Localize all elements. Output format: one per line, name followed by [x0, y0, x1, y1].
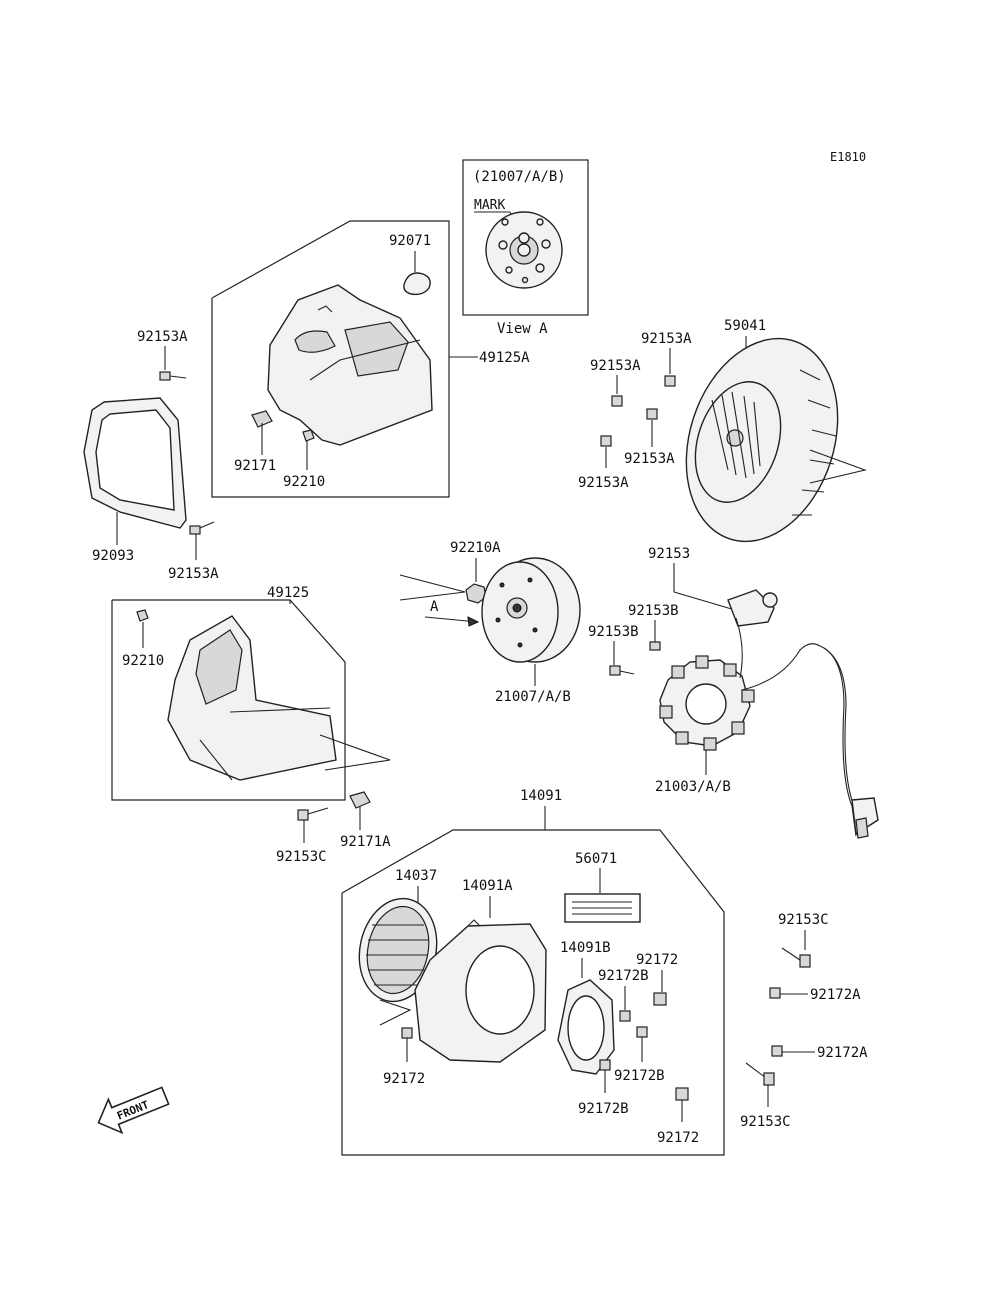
stator-21003-group: 92153 92153B 92153B: [588, 546, 879, 839]
label-56071: 56071: [575, 851, 617, 867]
label-21007: 21007/A/B: [495, 689, 571, 705]
bolt-92153B-1: [649, 641, 661, 651]
label-92153B-1: 92153B: [628, 603, 679, 619]
bolt-92172-3: [675, 1087, 689, 1101]
label-92172A-2: 92172A: [817, 1045, 868, 1061]
label-arrow-A: A: [430, 599, 439, 615]
bolt-92153A-1: [159, 371, 187, 381]
view-a-box: (21007/A/B) MARK View A: [462, 159, 589, 337]
bolt-92172A-2: [771, 1045, 783, 1057]
bolt-92153A-3: [611, 395, 623, 407]
gasket-92093-group: 92153A 92093 92153A: [83, 329, 219, 582]
cover-49125-group: 49125 92210 92153C 92171A: [111, 585, 391, 865]
part-14037-screen: [358, 897, 438, 1003]
part-14091B-cover: [557, 979, 615, 1075]
label-49125A: 49125A: [479, 350, 530, 366]
label-92172B-2: 92172B: [614, 1068, 665, 1084]
bolt-92172B-1: [619, 1010, 631, 1022]
view-a-caption: View A: [497, 321, 548, 337]
part-92071-cap: [403, 272, 431, 296]
front-arrow: FRONT: [97, 1086, 170, 1135]
right-bolts-group: 92153C 92172A 92172A 92153C: [740, 912, 868, 1130]
label-21003: 21003/A/B: [655, 779, 731, 795]
part-92171A-clip: [349, 791, 371, 809]
label-92153: 92153: [648, 546, 690, 562]
label-92153C-2: 92153C: [778, 912, 829, 928]
label-92153C-1: 92153C: [276, 849, 327, 865]
view-a-title: (21007/A/B): [473, 169, 566, 185]
label-92210A: 92210A: [450, 540, 501, 556]
label-92153A-3: 92153A: [590, 358, 641, 374]
part-49125A-cover: [267, 284, 433, 446]
label-59041: 59041: [724, 318, 766, 334]
label-14037: 14037: [395, 868, 437, 884]
part-92171-clip: [251, 410, 273, 428]
bolt-92153B-2: [609, 665, 635, 676]
label-92153A-4: 92153A: [624, 451, 675, 467]
bolt-92172B-3: [599, 1059, 611, 1071]
bolt-92153C-3: [745, 1062, 775, 1086]
view-a-mark-label: MARK: [474, 198, 505, 213]
bolt-92172A-1: [769, 987, 781, 999]
label-92093: 92093: [92, 548, 134, 564]
label-92153B-2: 92153B: [588, 624, 639, 640]
label-92172-1: 92172: [383, 1071, 425, 1087]
label-92172-3: 92172: [657, 1130, 699, 1146]
label-14091: 14091: [520, 788, 562, 804]
rotor-21007-group: 92210A A 21007/A/B: [399, 540, 581, 705]
bolt-92172B-2: [636, 1026, 648, 1038]
bolt-92172-2: [653, 992, 667, 1006]
part-14091A-shroud: [414, 919, 547, 1063]
part-59041-fan: [685, 337, 839, 543]
part-21007-rotor: [481, 557, 581, 663]
label-92172-2: 92172: [636, 952, 678, 968]
label-92153A-5: 92153A: [578, 475, 629, 491]
label-92153C-3: 92153C: [740, 1114, 791, 1130]
bolt-92153A-4: [646, 408, 658, 420]
label-92153A-6: 92153A: [168, 566, 219, 582]
part-92210-nut: [302, 429, 315, 442]
bolt-92153A-2: [664, 375, 676, 387]
label-92210-2: 92210: [122, 653, 164, 669]
label-92172B-1: 92172B: [598, 968, 649, 984]
part-21003-stator: [659, 589, 879, 839]
label-92171: 92171: [234, 458, 276, 474]
label-92153A-2: 92153A: [641, 331, 692, 347]
part-92210-nut-2: [136, 609, 149, 622]
label-14091A: 14091A: [462, 878, 513, 894]
part-56071-decal: [564, 893, 641, 923]
label-14091B: 14091B: [560, 940, 611, 956]
part-49125-cover: [167, 615, 337, 781]
bolt-92153C-2: [781, 947, 811, 968]
shroud-14091-group: 14091 56071 14037 14091A 92172 1409: [341, 788, 725, 1156]
cover-49125A-group: 49125A 92071 92171 92210: [211, 220, 530, 498]
label-92210: 92210: [283, 474, 325, 490]
diagram-code: E1810: [830, 150, 866, 164]
bolt-92153A-5: [600, 435, 612, 447]
rotor-face-drawing: [485, 211, 563, 289]
bolt-92153C-1: [297, 807, 329, 821]
bolt-92153A-6: [189, 521, 215, 535]
label-92071: 92071: [389, 233, 431, 249]
bolt-92172-1: [401, 1027, 413, 1039]
label-92172B-3: 92172B: [578, 1101, 629, 1117]
label-92153A-1: 92153A: [137, 329, 188, 345]
label-92172A-1: 92172A: [810, 987, 861, 1003]
label-92171A: 92171A: [340, 834, 391, 850]
label-49125: 49125: [267, 585, 309, 601]
fan-59041-group: 92153A 92153A 92153A 92153A 59041: [578, 318, 867, 543]
